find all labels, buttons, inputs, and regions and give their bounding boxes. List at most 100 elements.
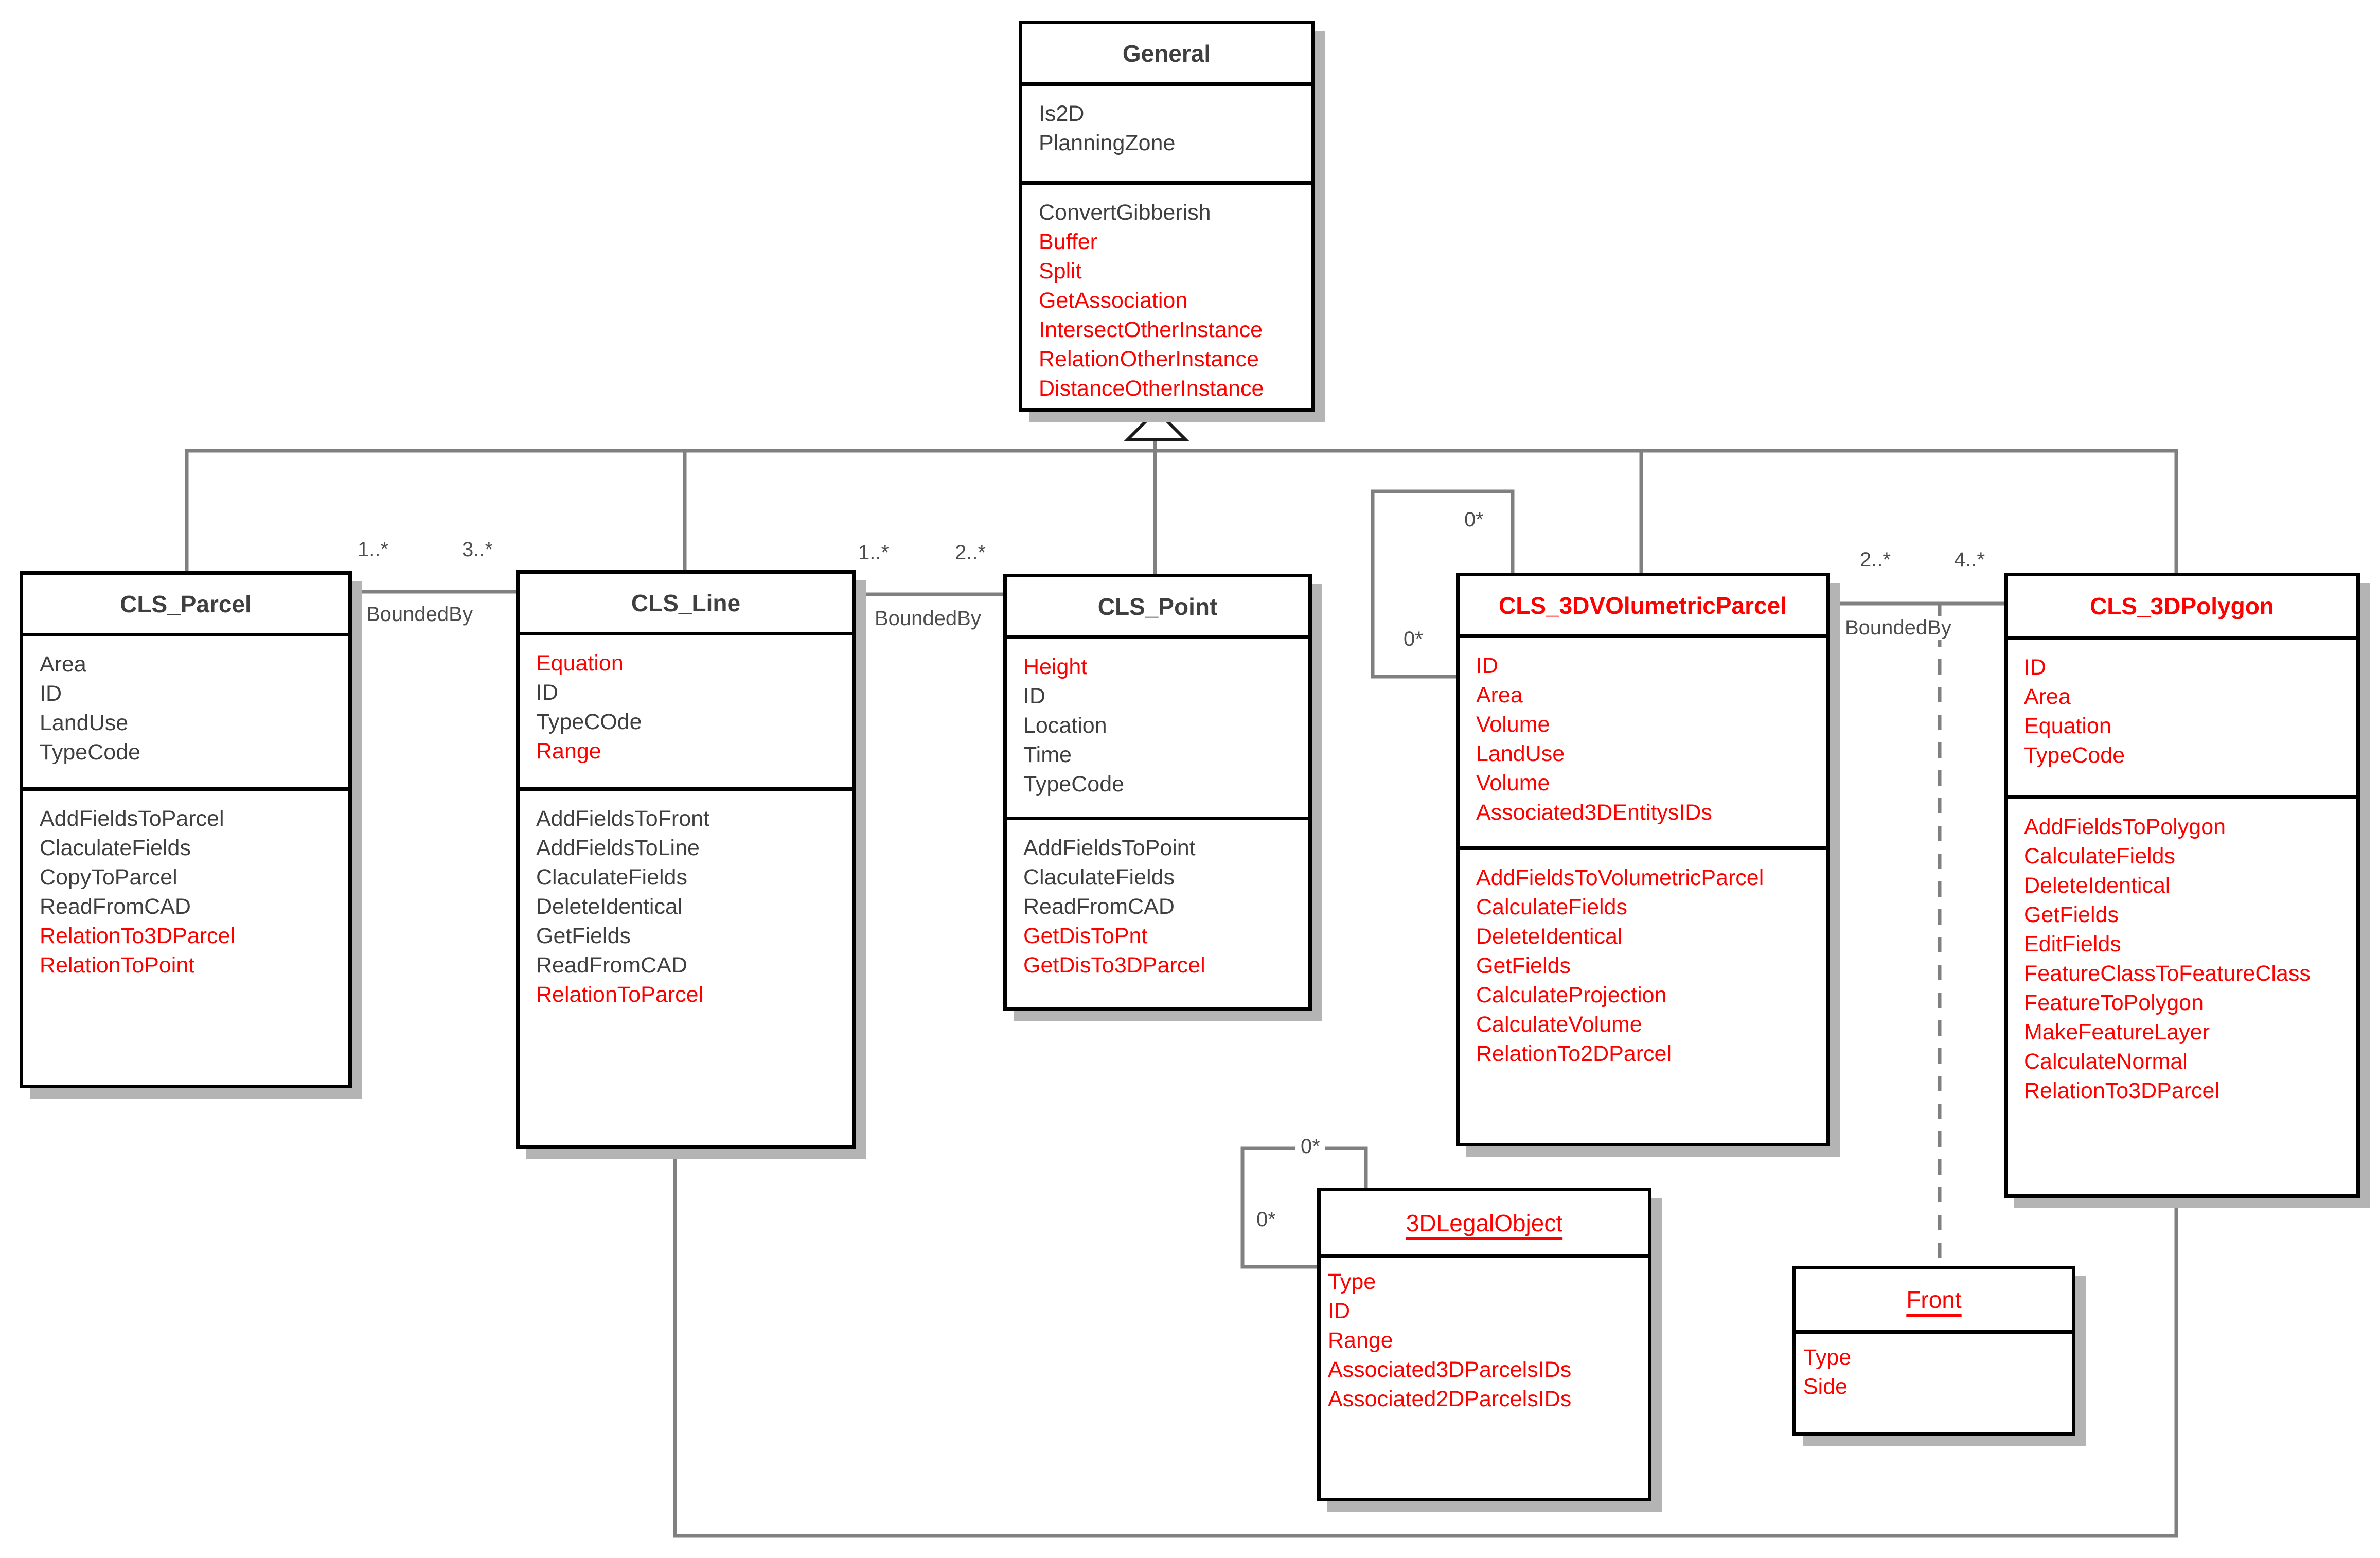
association-name-label: BoundedBy [875,607,981,630]
method: FeatureClassToFeatureClass [2024,961,2311,986]
method: Split [1039,259,1082,284]
multiplicity-label: 1..* [858,541,890,564]
method: CalculateFields [2024,844,2175,869]
method: RelationTo3DParcel [40,924,236,948]
method: AddFieldsToLine [536,836,700,860]
attributes-compartment: Equation ID TypeCOde Range [520,635,852,787]
methods-compartment: AddFieldsToPolygon CalculateFields Delet… [2008,795,2356,1194]
class-general[interactable]: General Is2D PlanningZone ConvertGibberi… [1019,21,1315,412]
multiplicity-label: 0* [1404,628,1423,650]
attribute: Area [1476,683,1523,707]
class-front[interactable]: Front Type Side [1792,1266,2075,1436]
method: AddFieldsToPolygon [2024,815,2226,839]
method: ConvertGibberish [1039,200,1211,225]
multiplicity-label: 1..* [358,538,389,561]
multiplicity-label: 4..* [1954,548,1985,571]
self-loop-legalobject [1240,1146,1368,1269]
class-3dlegalobject[interactable]: 3DLegalObject Type ID Range Associated3D… [1317,1188,1651,1501]
attribute: ID [40,681,62,706]
method: RelationTo2DParcel [1476,1041,1672,1066]
method: GetFields [536,924,631,948]
method: ReadFromCAD [40,894,191,919]
class-cls-3dvolumetricparcel[interactable]: CLS_3DVOlumetricParcel ID Area Volume La… [1456,573,1830,1146]
methods-compartment: AddFieldsToFront AddFieldsToLine Clacula… [520,787,852,1145]
class-cls-line[interactable]: CLS_Line Equation ID TypeCOde Range AddF… [516,570,856,1149]
multiplicity-label: 2..* [955,541,986,564]
attribute: Associated2DParcelsIDs [1328,1387,1572,1411]
attributes-compartment: Area ID LandUse TypeCode [23,636,348,787]
attribute: Range [536,739,601,764]
method: ClaculateFields [536,865,687,890]
attribute: TypeCode [2024,743,2125,768]
attribute: Location [1023,713,1107,738]
attributes-compartment: Is2D PlanningZone [1022,86,1311,181]
method: GetDisTo3DParcel [1023,953,1205,978]
multiplicity-label: 2..* [1860,548,1891,571]
method: Buffer [1039,229,1097,254]
method: AddFieldsToFront [536,806,709,831]
method: AddFieldsToVolumetricParcel [1476,865,1764,890]
attribute: Range [1328,1328,1393,1353]
method: DeleteIdentical [2024,873,2171,898]
method: DeleteIdentical [536,894,683,919]
method: RelationTo3DParcel [2024,1078,2220,1103]
method: CalculateProjection [1476,983,1667,1007]
methods-compartment: AddFieldsToVolumetricParcel CalculateFie… [1460,846,1826,1143]
method: EditFields [2024,932,2121,957]
association-name-label: BoundedBy [366,603,473,626]
method: RelationOtherInstance [1039,347,1259,371]
attribute: Time [1023,742,1072,767]
method: CopyToParcel [40,865,177,890]
attribute: Equation [2024,714,2111,738]
class-title: CLS_Parcel [23,575,348,636]
methods-compartment: ConvertGibberish Buffer Split GetAssocia… [1022,181,1311,408]
method: ReadFromCAD [1023,894,1175,919]
attribute: Type [1803,1345,1852,1370]
generalization-triangle-icon [1124,408,1189,441]
method: IntersectOtherInstance [1039,317,1263,342]
class-title: CLS_Point [1007,577,1308,639]
self-loop-volumetricparcel [1371,489,1515,679]
attributes-compartment: Type Side [1796,1334,2072,1432]
class-title: CLS_Line [520,574,852,635]
class-title: CLS_3DVOlumetricParcel [1460,576,1826,638]
class-title: CLS_3DPolygon [2008,576,2356,640]
association-name-label: BoundedBy [1840,616,1957,640]
attributes-compartment: ID Area Volume LandUse Volume Associated… [1460,638,1826,846]
method: ClaculateFields [40,836,191,860]
attribute: Associated3DEntitysIDs [1476,800,1712,825]
method: RelationToPoint [40,953,195,978]
attribute: Area [2024,684,2071,709]
attributes-compartment: Height ID Location Time TypeCode [1007,639,1308,817]
attribute: Height [1023,654,1088,679]
attribute: Area [40,652,86,677]
method: ReadFromCAD [536,953,687,978]
multiplicity-label: 3..* [462,538,493,561]
attributes-compartment: Type ID Range Associated3DParcelsIDs Ass… [1321,1258,1648,1498]
attribute: Equation [536,651,624,676]
attribute: ID [2024,655,2046,680]
method: GetDisToPnt [1023,924,1148,948]
class-cls-point[interactable]: CLS_Point Height ID Location Time TypeCo… [1003,574,1312,1011]
method: ClaculateFields [1023,865,1175,890]
attribute: TypeCOde [536,710,642,734]
attribute: LandUse [40,711,129,735]
attribute: LandUse [1476,741,1565,766]
class-cls-parcel[interactable]: CLS_Parcel Area ID LandUse TypeCode AddF… [20,571,352,1088]
method: CalculateVolume [1476,1012,1642,1037]
multiplicity-label: 0* [1464,508,1484,531]
multiplicity-label: 0* [1295,1135,1325,1158]
attribute: ID [1023,684,1045,709]
method: AddFieldsToPoint [1023,836,1196,860]
class-title: 3DLegalObject [1321,1191,1648,1258]
class-cls-3dpolygon[interactable]: CLS_3DPolygon ID Area Equation TypeCode … [2004,573,2360,1198]
method: GetAssociation [1039,288,1188,313]
attribute: PlanningZone [1039,131,1176,155]
attribute: TypeCode [40,740,141,765]
method: GetFields [2024,902,2119,927]
attribute: Type [1328,1269,1376,1294]
method: DeleteIdentical [1476,924,1623,949]
method: MakeFeatureLayer [2024,1020,2210,1044]
attributes-compartment: ID Area Equation TypeCode [2008,640,2356,795]
